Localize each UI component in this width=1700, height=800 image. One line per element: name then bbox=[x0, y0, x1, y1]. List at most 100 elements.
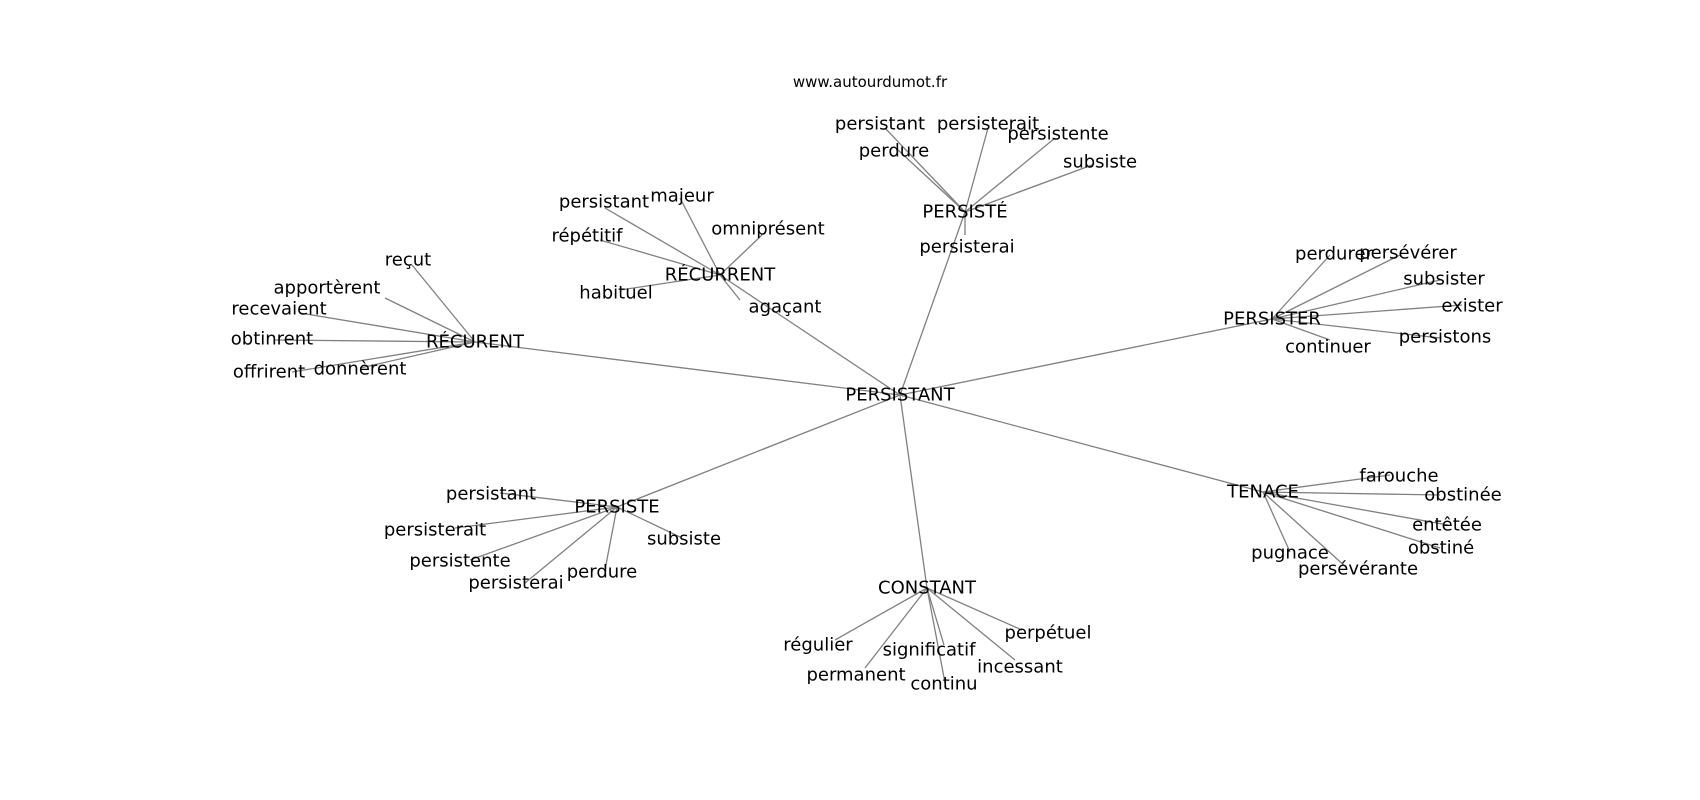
edge-center-hub-3 bbox=[899, 211, 966, 396]
edge-hub-3-leaf-2 bbox=[964, 127, 989, 213]
edge-hub-1-leaf-3 bbox=[299, 312, 476, 343]
leaf-label: persisterai bbox=[468, 573, 563, 594]
leaf-label: répétitif bbox=[551, 226, 623, 247]
leaf-label: agaçant bbox=[749, 297, 822, 318]
leaf-label: persévérer bbox=[1359, 243, 1457, 264]
edge-hub-7-leaf-3 bbox=[469, 506, 618, 561]
edge-center-hub-5 bbox=[899, 394, 1264, 493]
edge-hub-2-leaf-5 bbox=[619, 274, 721, 291]
leaf-label: majeur bbox=[650, 186, 714, 207]
center-label: PERSISTANT bbox=[845, 385, 955, 406]
edge-hub-4-leaf-2 bbox=[1271, 254, 1401, 320]
edge-hub-3-leaf-4 bbox=[964, 164, 1093, 213]
leaf-label: obstiné bbox=[1408, 538, 1474, 559]
leaf-label: persistente bbox=[409, 551, 510, 572]
leaf-label: reçut bbox=[385, 250, 431, 271]
leaf-label: persisterai bbox=[919, 237, 1014, 258]
leaf-label: obstinée bbox=[1424, 485, 1501, 506]
leaf-label: habituel bbox=[579, 283, 652, 304]
edge-hub-7-leaf-6 bbox=[616, 506, 681, 538]
edge-hub-7-leaf-5 bbox=[604, 506, 618, 571]
edge-center-hub-4 bbox=[899, 318, 1273, 396]
edge-hub-6-leaf-1 bbox=[926, 587, 1023, 631]
leaf-label: persistant bbox=[446, 484, 536, 505]
leaf-label: persisterait bbox=[937, 114, 1039, 135]
edge-hub-1-leaf-6 bbox=[359, 341, 476, 369]
edge-hub-2-leaf-4 bbox=[599, 239, 721, 276]
edge-hub-3-leaf-1 bbox=[884, 127, 966, 213]
leaf-label: subsiste bbox=[1063, 152, 1137, 173]
leaf-label: pugnace bbox=[1251, 543, 1329, 564]
leaf-label: apportèrent bbox=[274, 278, 381, 299]
leaf-label: subsister bbox=[1403, 269, 1485, 290]
edge-hub-6-leaf-5 bbox=[864, 587, 928, 669]
hub-label: RÉCURRENT bbox=[665, 264, 776, 286]
edge-hub-5-leaf-4 bbox=[1262, 491, 1441, 549]
leaf-label: entêtée bbox=[1412, 515, 1482, 536]
leaf-label: subsiste bbox=[647, 529, 721, 550]
edge-hub-2-leaf-2 bbox=[679, 197, 721, 276]
leaf-label: perdure bbox=[859, 141, 930, 162]
edge-hub-1-leaf-2 bbox=[384, 297, 476, 343]
hub-label: TENACE bbox=[1226, 482, 1299, 503]
edge-hub-5-leaf-3 bbox=[1262, 491, 1449, 526]
edge-hub-1-leaf-4 bbox=[274, 339, 476, 343]
edge-hub-7-leaf-1 bbox=[499, 492, 618, 508]
edge-hub-3-leaf-3 bbox=[964, 137, 1056, 213]
edge-center-hub-6 bbox=[899, 394, 928, 589]
leaf-label: exister bbox=[1441, 296, 1503, 317]
leaf-label: significatif bbox=[883, 640, 977, 661]
hub-label: PERSISTÉ bbox=[922, 201, 1007, 223]
leaf-label: obtinrent bbox=[231, 329, 313, 350]
edge-hub-5-leaf-1 bbox=[1262, 474, 1391, 493]
leaf-label: persisterait bbox=[384, 520, 486, 541]
edge-hub-4-leaf-4 bbox=[1271, 304, 1463, 320]
edge-hub-4-leaf-5 bbox=[1271, 318, 1441, 339]
leaf-label: persévérante bbox=[1298, 559, 1418, 580]
edge-hub-5-leaf-5 bbox=[1262, 491, 1348, 569]
leaf-label: persistons bbox=[1399, 327, 1492, 348]
leaf-label: perdure bbox=[567, 562, 638, 583]
edge-hub-5-leaf-6 bbox=[1262, 491, 1291, 553]
edge-center-hub-7 bbox=[616, 394, 901, 508]
site-url: www.autourdumot.fr bbox=[793, 73, 948, 91]
hub-label: CONSTANT bbox=[878, 578, 977, 599]
edge-hub-2-leaf-6 bbox=[719, 274, 741, 301]
edge-hub-7-leaf-2 bbox=[454, 506, 618, 529]
leaf-label: persistant bbox=[835, 114, 925, 135]
hub-label: PERSISTE bbox=[574, 497, 659, 518]
edge-hub-2-leaf-1 bbox=[604, 207, 721, 276]
edge-hub-6-leaf-3 bbox=[926, 587, 945, 646]
edge-hub-1-leaf-1 bbox=[411, 264, 476, 343]
leaf-label: persistente bbox=[1007, 124, 1108, 145]
edge-hub-6-leaf-2 bbox=[926, 587, 1016, 661]
leaf-label: perpétuel bbox=[1005, 623, 1092, 644]
edge-hub-4-leaf-6 bbox=[1271, 318, 1331, 341]
leaf-label: offrirent bbox=[233, 362, 305, 383]
leaf-label: donnèrent bbox=[314, 359, 407, 380]
leaf-label: recevaient bbox=[231, 299, 326, 320]
leaf-label: persistant bbox=[559, 192, 649, 213]
leaf-label: permanent bbox=[806, 665, 905, 686]
edge-hub-4-leaf-1 bbox=[1271, 254, 1331, 320]
edge-hub-2-leaf-3 bbox=[719, 234, 763, 276]
graph-edges bbox=[274, 127, 1463, 689]
edge-hub-6-leaf-6 bbox=[834, 587, 928, 641]
hub-label: RÉCURENT bbox=[426, 331, 525, 353]
leaf-label: continuer bbox=[1285, 337, 1371, 358]
edge-center-hub-1 bbox=[474, 341, 901, 396]
graph-labels: www.autourdumot.fr reçutapportèrentrecev… bbox=[231, 73, 1503, 695]
hub-label: PERSISTER bbox=[1223, 309, 1321, 330]
leaf-label: régulier bbox=[783, 635, 853, 656]
edge-hub-7-leaf-4 bbox=[524, 506, 618, 584]
edge-hub-5-leaf-2 bbox=[1262, 491, 1441, 496]
leaf-label: omniprésent bbox=[711, 219, 824, 240]
leaf-label: perdurer bbox=[1295, 244, 1373, 265]
edge-hub-6-leaf-4 bbox=[926, 587, 947, 689]
edge-hub-3-leaf-5 bbox=[897, 149, 966, 213]
leaf-label: farouche bbox=[1359, 466, 1438, 487]
edge-center-hub-2 bbox=[719, 274, 901, 396]
leaf-label: continu bbox=[910, 674, 977, 695]
edge-hub-4-leaf-3 bbox=[1271, 279, 1441, 320]
